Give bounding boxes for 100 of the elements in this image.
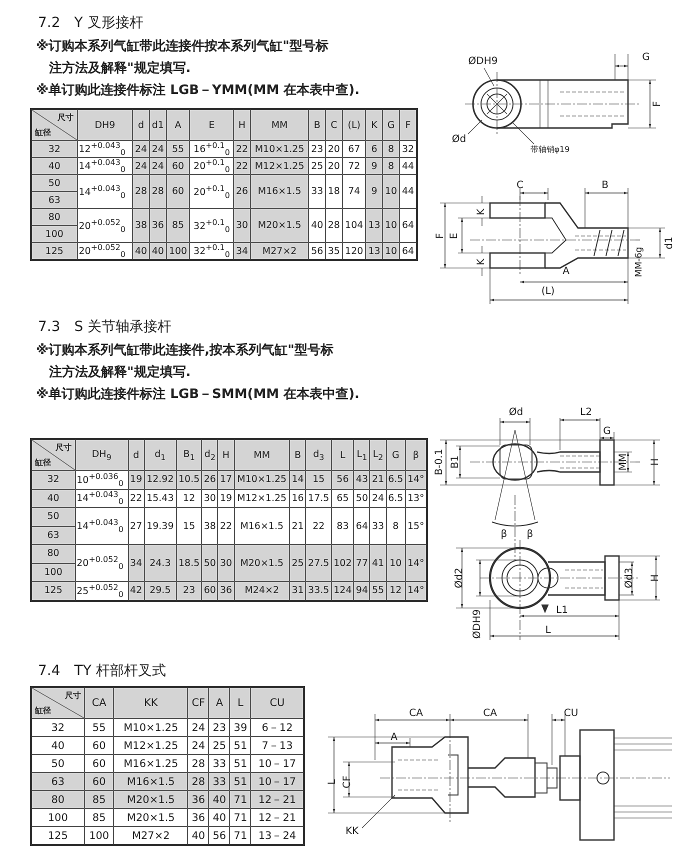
table-cell: 23 — [208, 718, 230, 736]
dimension-label: L — [545, 626, 551, 636]
table-cell: 10－17 — [250, 772, 304, 790]
table-cell: 63 — [31, 772, 84, 790]
table-cell: 27.5 — [306, 544, 332, 582]
dimension-label: β — [526, 530, 534, 540]
dimension-label: MM-6g — [636, 246, 644, 278]
table-cell: 40 — [31, 736, 84, 754]
table-cell: M10×1.25 — [250, 140, 309, 158]
table-cell: 9 — [366, 174, 383, 209]
dimension-label: L1 — [556, 606, 568, 616]
table-cell: 22 — [128, 489, 144, 508]
dimension-label: ØDH9 — [473, 609, 483, 639]
table-cell: 30 — [234, 208, 250, 243]
table-cell: M27×2 — [250, 242, 309, 260]
column-header: G — [386, 439, 406, 470]
column-header: H — [234, 109, 250, 140]
table-cell: 23 — [176, 582, 202, 600]
table-cell: M12×1.25 — [114, 736, 188, 754]
column-header: A — [166, 109, 190, 140]
table-cell: 15.43 — [144, 489, 176, 508]
table-cell: 28 — [132, 174, 150, 209]
table-cell: 33.5 — [306, 582, 332, 600]
table-cell: 50 — [31, 174, 78, 192]
table-cell: 15 — [306, 470, 332, 489]
table-cell: 80 — [31, 208, 78, 226]
column-header: DH$_{9}$ — [75, 439, 128, 470]
table-cell: 102 — [331, 544, 354, 582]
table-cell: 51 — [230, 772, 251, 790]
table-cell: 10 — [386, 544, 406, 582]
table-cell: 71 — [230, 808, 251, 826]
table-cell: 20 — [326, 158, 342, 175]
dimension-label: 带轴销φ19 — [530, 146, 570, 154]
dimension-label: ØDH9 — [468, 57, 498, 67]
table-cell: 25 — [290, 544, 306, 582]
table-cell: 71 — [230, 790, 251, 808]
dimension-label: KK — [345, 827, 359, 837]
table-cell: M24×2 — [234, 582, 290, 600]
dimension-label: B1 — [451, 455, 461, 469]
table-cell: 80 — [31, 790, 84, 808]
table-cell: 29.5 — [144, 582, 176, 600]
dimension-label: C — [516, 181, 524, 191]
dimension-label: G — [603, 427, 611, 437]
table-cell: 50 — [354, 489, 370, 508]
table-cell: 36 — [149, 208, 166, 243]
column-header: L$_{1}$ — [354, 439, 370, 470]
dimension-label: H — [651, 458, 661, 466]
dimension-label: K — [477, 208, 487, 216]
table-cell: 40 — [208, 790, 230, 808]
dimension-label: L2 — [580, 408, 592, 418]
table-cell: 23 — [308, 140, 326, 158]
table-cell: 40 — [31, 489, 76, 508]
dimension-label: CA — [409, 709, 423, 719]
section-heading: 7.4 TY 杆部杆叉式 — [38, 662, 166, 680]
table-cell: 50 — [202, 544, 218, 582]
table-cell: M20×1.5 — [234, 544, 290, 582]
column-header: B$_{1}$ — [176, 439, 202, 470]
table-cell: 10 — [382, 174, 400, 209]
column-header: CF — [188, 687, 209, 718]
table-cell: 13 — [366, 208, 383, 243]
column-header: DH9 — [77, 109, 133, 140]
header-label: 尺寸 — [58, 112, 74, 123]
column-header: B — [290, 439, 306, 470]
table-cell: 24 — [188, 736, 209, 754]
table-cell: 65 — [331, 489, 354, 508]
table-cell: 100 — [166, 242, 190, 260]
table-cell: 6.5 — [386, 470, 406, 489]
table-cell: 10 — [382, 208, 400, 243]
column-header: β — [405, 439, 427, 470]
table-cell: 51 — [230, 736, 251, 754]
dimension-label: G — [642, 53, 650, 63]
column-header: F — [399, 109, 417, 140]
table-cell: M10×1.25 — [234, 470, 290, 489]
table-cell: 34 — [128, 544, 144, 582]
table-cell: 63 — [31, 192, 78, 209]
dimension-label: F — [653, 101, 663, 107]
table-cell: 20 — [326, 140, 342, 158]
column-header: (L) — [342, 109, 366, 140]
table-cell: M12×1.25 — [234, 489, 290, 508]
section-heading: 7.3 S 关节轴承接杆 — [38, 318, 172, 336]
table-cell: 60 — [166, 174, 190, 209]
table-cell: M20×1.5 — [114, 790, 188, 808]
table-cell: M12×1.25 — [250, 158, 309, 175]
table-cell: 38 — [132, 208, 150, 243]
dimension-label: d1 — [665, 236, 675, 250]
dimension-label: A — [390, 733, 398, 743]
column-header: CU — [250, 687, 304, 718]
table-cell: 60 — [84, 736, 114, 754]
table-cell: 19 — [218, 489, 234, 508]
dimension-label: H — [651, 574, 661, 582]
column-header: MM — [234, 439, 290, 470]
dimension-label: A — [562, 267, 570, 277]
dimension-label: F — [436, 233, 446, 239]
table-cell: 28 — [149, 174, 166, 209]
table-cell: 24 — [188, 718, 209, 736]
column-header: C — [326, 109, 342, 140]
table-cell: 30 — [218, 544, 234, 582]
table-cell: M20×1.5 — [114, 808, 188, 826]
dimension-label: (L) — [541, 287, 555, 297]
column-header: d — [128, 439, 144, 470]
